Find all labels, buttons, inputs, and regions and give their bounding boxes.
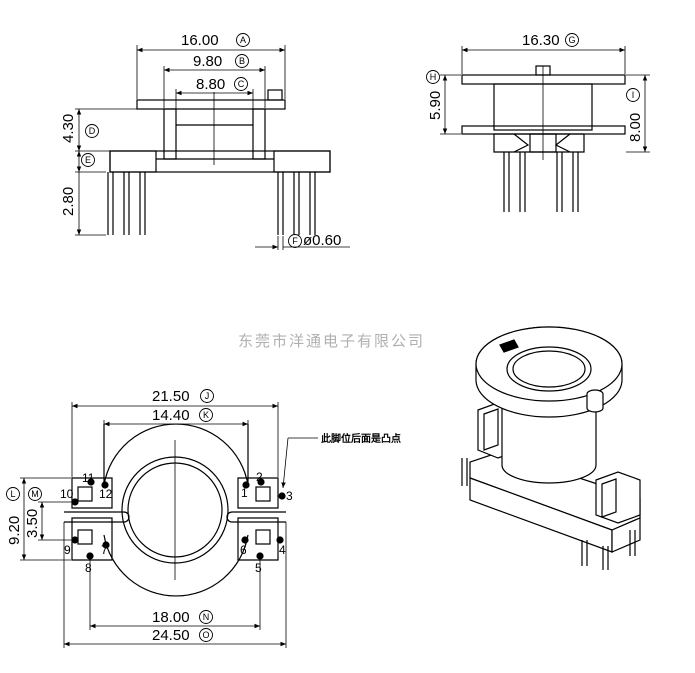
dim-I-letter: I (632, 90, 635, 100)
dim-H-letter: H (430, 72, 437, 82)
dim-O-letter: O (202, 630, 209, 640)
pin-label-3: 3 (286, 489, 293, 503)
pin-label-10: 10 (60, 487, 74, 501)
dim-E-letter: E (85, 155, 91, 165)
dim-M-letter: M (31, 489, 39, 499)
pin-label-8: 8 (85, 561, 92, 575)
dim-B-letter: B (239, 56, 245, 66)
dim-D-value: 4.30 (60, 114, 77, 143)
pin-label-6: 6 (240, 543, 247, 557)
dim-B-value: 9.80 (193, 53, 222, 70)
front-view (107, 89, 331, 235)
dim-N-value: 18.00 (152, 609, 190, 626)
dim-D-letter: D (89, 126, 96, 136)
dim-A-value: 16.00 (181, 32, 219, 49)
dim-E-value: 2.80 (60, 187, 77, 216)
side-view-dims (440, 46, 650, 153)
dim-J-value: 21.50 (152, 388, 190, 405)
dim-C-letter: C (238, 79, 245, 89)
pin-label-12: 12 (99, 487, 113, 501)
dim-G-value: 16.30 (522, 32, 560, 49)
dim-A-letter: A (240, 35, 246, 45)
company-watermark: 东莞市洋通电子有限公司 (238, 332, 425, 350)
bottom-view (64, 423, 286, 597)
dim-N-letter: N (203, 612, 210, 622)
dim-J-letter: J (205, 391, 210, 401)
pin-label-5: 5 (255, 561, 262, 575)
front-view-dims (75, 45, 350, 250)
dim-F-value: ø0.60 (303, 232, 341, 249)
dim-K-value: 14.40 (152, 407, 190, 424)
pin-label-7: 7 (101, 543, 108, 557)
dim-K-letter: K (203, 410, 209, 420)
side-view-labels: 16.30 G H 5.90 I 8.00 (426, 32, 644, 142)
pin-note: 此脚位后面是凸点 (321, 432, 401, 445)
dim-I-value: 8.00 (627, 113, 644, 142)
bottom-view-labels: 21.50 J 14.40 K 18.00 N 24.50 O L 9.20 M… (6, 388, 401, 644)
dim-L-value: 9.20 (6, 516, 23, 545)
dim-M-value: 3.50 (24, 509, 41, 538)
pin-label-4: 4 (279, 543, 286, 557)
pin-label-2: 2 (256, 470, 263, 484)
pin-label-1: 1 (241, 486, 248, 500)
pin-label-9: 9 (64, 543, 71, 557)
dim-F-letter: F (292, 236, 298, 246)
isometric-view (461, 326, 641, 570)
dim-L-letter: L (10, 489, 15, 499)
dim-C-value: 8.80 (196, 76, 225, 93)
front-view-labels: 16.00 A 9.80 B 8.80 C 4.30 D E 2.80 F ø0… (60, 32, 341, 249)
dim-H-value: 5.90 (427, 91, 444, 120)
dim-G-letter: G (568, 35, 575, 45)
dim-O-value: 24.50 (152, 627, 190, 644)
bottom-view-dims (20, 402, 318, 648)
side-view (461, 65, 626, 212)
pin-label-11: 11 (82, 471, 95, 485)
